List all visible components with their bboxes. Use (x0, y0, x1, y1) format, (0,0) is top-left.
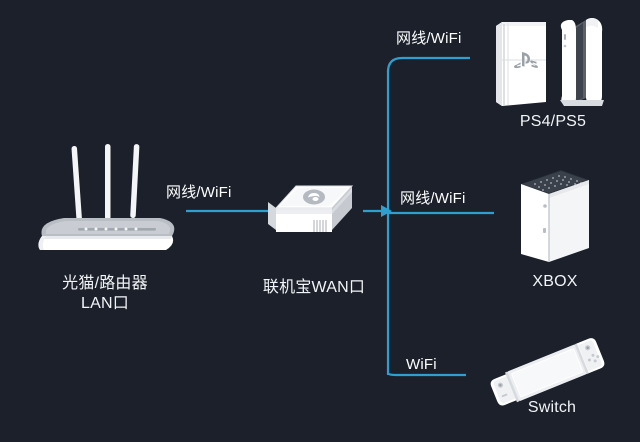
wire-hub-to-switch (386, 372, 466, 377)
node-router (20, 140, 190, 260)
node-playstation-label: PS4/PS5 (519, 113, 587, 130)
ps-logo-icon (514, 52, 538, 69)
xbox-console-icon (521, 170, 589, 262)
nintendo-switch-icon (490, 338, 605, 406)
ps4-console (496, 22, 546, 106)
wifi-router-icon (38, 144, 175, 250)
wire-hub-to-playstation (386, 56, 470, 73)
node-xbox (505, 168, 605, 274)
link-label-hub-to-switch: WiFi (406, 356, 437, 373)
link-label-hub-to-xbox: 网线/WiFi (400, 190, 466, 207)
link-label-router-to-hub: 网线/WiFi (166, 184, 232, 201)
link-label-hub-to-playstation: 网线/WiFi (396, 30, 462, 47)
node-xbox-label: XBOX (532, 273, 578, 290)
wire-junction-arrow (381, 205, 392, 217)
node-hub-label: 联机宝WAN口 (262, 279, 366, 296)
node-switch (486, 334, 612, 410)
network-box-icon (268, 185, 354, 232)
ps5-console (560, 18, 604, 106)
node-playstation (488, 14, 618, 114)
node-switch-label: Switch (527, 399, 577, 416)
playstation-console-icon (496, 18, 604, 106)
node-router-label: 光猫/路由器 LAN口 (62, 275, 148, 312)
node-hub (258, 178, 368, 258)
hub-logo-icon (303, 189, 325, 205)
